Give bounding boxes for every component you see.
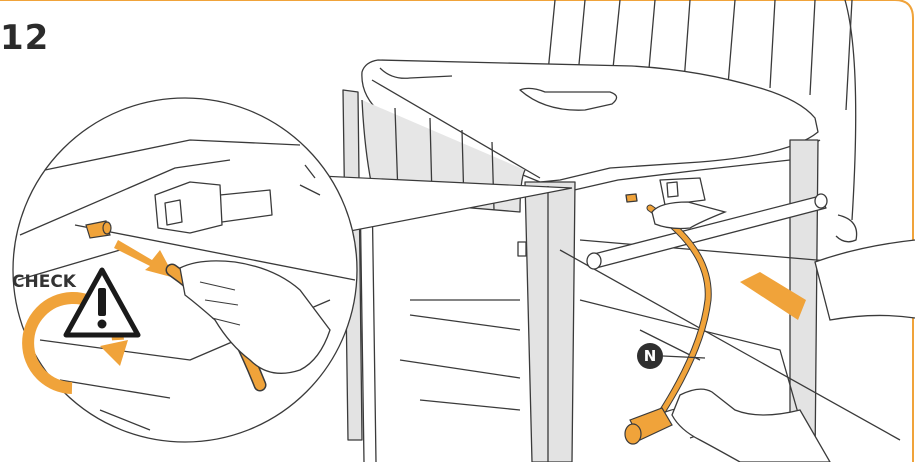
part-callout-n: N <box>637 343 663 369</box>
callout-leader-line <box>663 356 705 358</box>
check-label: CHECK <box>12 272 76 292</box>
step-number: 12 <box>0 18 49 58</box>
high-chair-illustration <box>343 0 900 462</box>
